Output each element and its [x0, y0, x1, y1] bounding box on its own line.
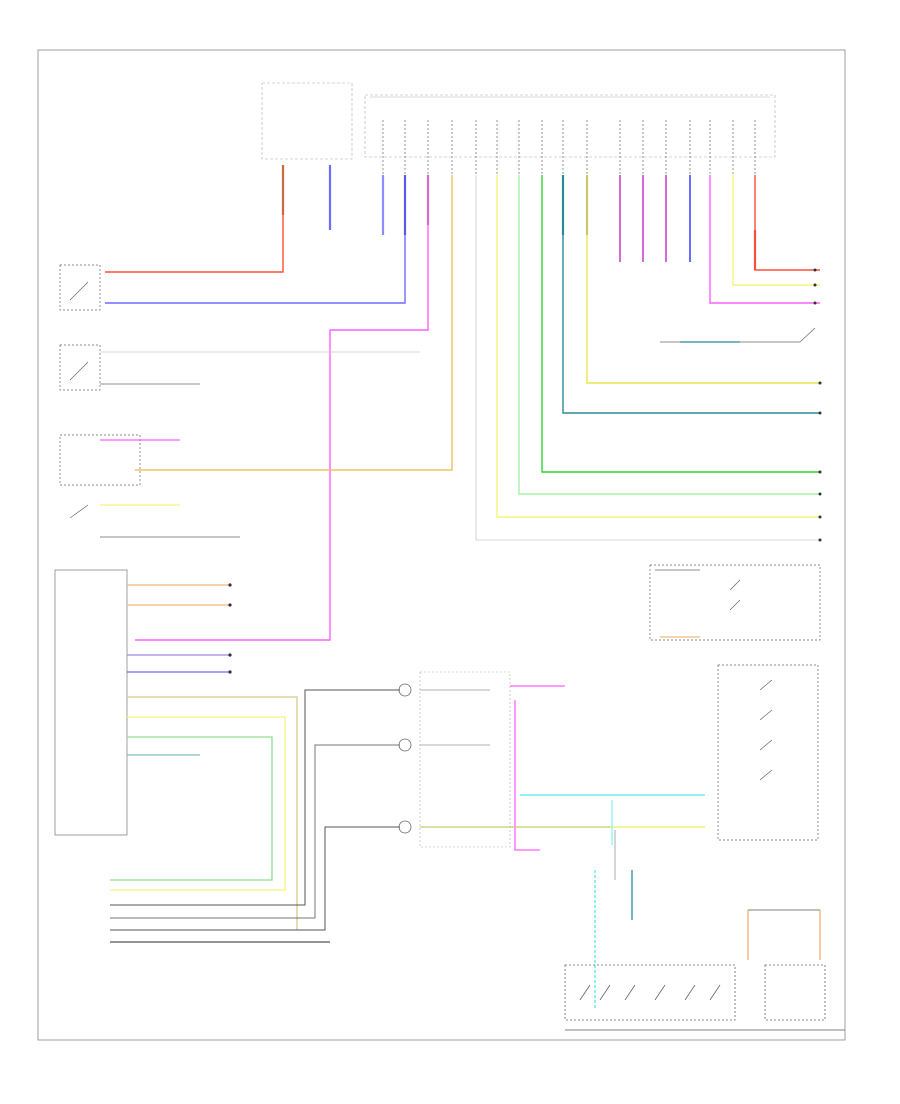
- connector-dot: [818, 411, 822, 415]
- switch-blade: [69, 504, 89, 519]
- wire-yellow: [496, 175, 820, 518]
- connector-dot: [818, 492, 822, 496]
- switch-blade: [759, 739, 773, 751]
- right-steering-switches: [649, 564, 821, 841]
- connector-dot: [818, 515, 822, 519]
- left-switches: [59, 264, 420, 538]
- wire-red: [105, 165, 284, 273]
- fuse-box-outline: [261, 82, 353, 160]
- connector-dot: [813, 268, 817, 272]
- instrument-cluster: [54, 569, 298, 930]
- right-connector-ends: [813, 268, 822, 542]
- bottom-switch-outline: [564, 964, 736, 1021]
- switch-blade: [69, 281, 89, 301]
- wire-green: [110, 736, 273, 881]
- steering-harness: [110, 671, 511, 943]
- switch-blade: [729, 579, 741, 591]
- instrument-cluster-box: [54, 569, 128, 836]
- horn-symbol: [398, 683, 412, 697]
- wire-red-right: [754, 175, 820, 271]
- switch-blade: [69, 361, 89, 381]
- switch-blade: [599, 984, 611, 1001]
- switch-blade: [709, 984, 721, 1001]
- right-mid-switch: [660, 327, 816, 343]
- wire-olive: [127, 696, 298, 930]
- connector-dot: [818, 538, 822, 542]
- wire-pink: [135, 175, 429, 641]
- wire-dark: [110, 744, 400, 919]
- wire-green: [541, 175, 820, 473]
- wire-group-top-left: [105, 165, 820, 641]
- horn-symbol: [398, 820, 412, 834]
- wire-dark: [110, 826, 400, 931]
- switch-blade: [579, 984, 591, 1001]
- switch-blade: [654, 984, 666, 1001]
- switch-blade: [759, 769, 773, 781]
- connector-dot: [228, 653, 232, 657]
- wire-dark: [747, 909, 821, 950]
- wire-lightgreen: [518, 175, 820, 495]
- headlamp-switch-box: [59, 264, 101, 311]
- bcm-pin-stubs: [382, 120, 756, 175]
- switch-blade: [759, 709, 773, 721]
- bcm-module-outline: [364, 94, 776, 158]
- wire-grey-long: [475, 175, 820, 541]
- parking-switch-box: [59, 434, 141, 486]
- wire-pink-right: [709, 175, 820, 304]
- connector-dot: [228, 670, 232, 674]
- wire-dark: [110, 689, 400, 906]
- switch-blade: [684, 984, 696, 1001]
- wire-teal: [562, 175, 820, 414]
- wire-orange: [747, 910, 821, 960]
- right-switch-outline: [764, 964, 826, 1021]
- connector-dot: [228, 603, 232, 607]
- steering-switch-box: [59, 344, 101, 391]
- horn-symbol: [398, 738, 412, 752]
- cluster-connector-dots: [228, 583, 232, 674]
- wire-yellow: [110, 716, 286, 891]
- connector-dot: [813, 283, 817, 287]
- steering-wheel-wires: [420, 685, 705, 1010]
- switch-blade: [729, 599, 741, 611]
- connector-dot: [818, 470, 822, 474]
- left-steering-switch-box: [717, 664, 819, 841]
- top-fuse-area: [261, 82, 776, 160]
- diagram-frame: [37, 49, 846, 1041]
- connector-dot: [813, 301, 817, 305]
- audio-switch-box: [649, 564, 821, 641]
- wire-orange: [135, 175, 453, 471]
- wire-yellow-right: [732, 175, 820, 286]
- clock-spring-symbols: [398, 683, 412, 834]
- bottom-right-switch-block: [564, 909, 845, 1031]
- connector-dot: [228, 583, 232, 587]
- connector-dot: [818, 381, 822, 385]
- cluster-wires: [110, 584, 298, 930]
- switch-blade: [799, 327, 816, 343]
- wire-olive: [586, 175, 820, 384]
- switch-blade: [759, 679, 773, 691]
- switch-blade: [624, 984, 636, 1001]
- wire-group-right: [403, 175, 820, 518]
- clock-spring-outline: [419, 671, 511, 848]
- wire-pink: [514, 700, 540, 851]
- wire-blue-run: [105, 175, 406, 304]
